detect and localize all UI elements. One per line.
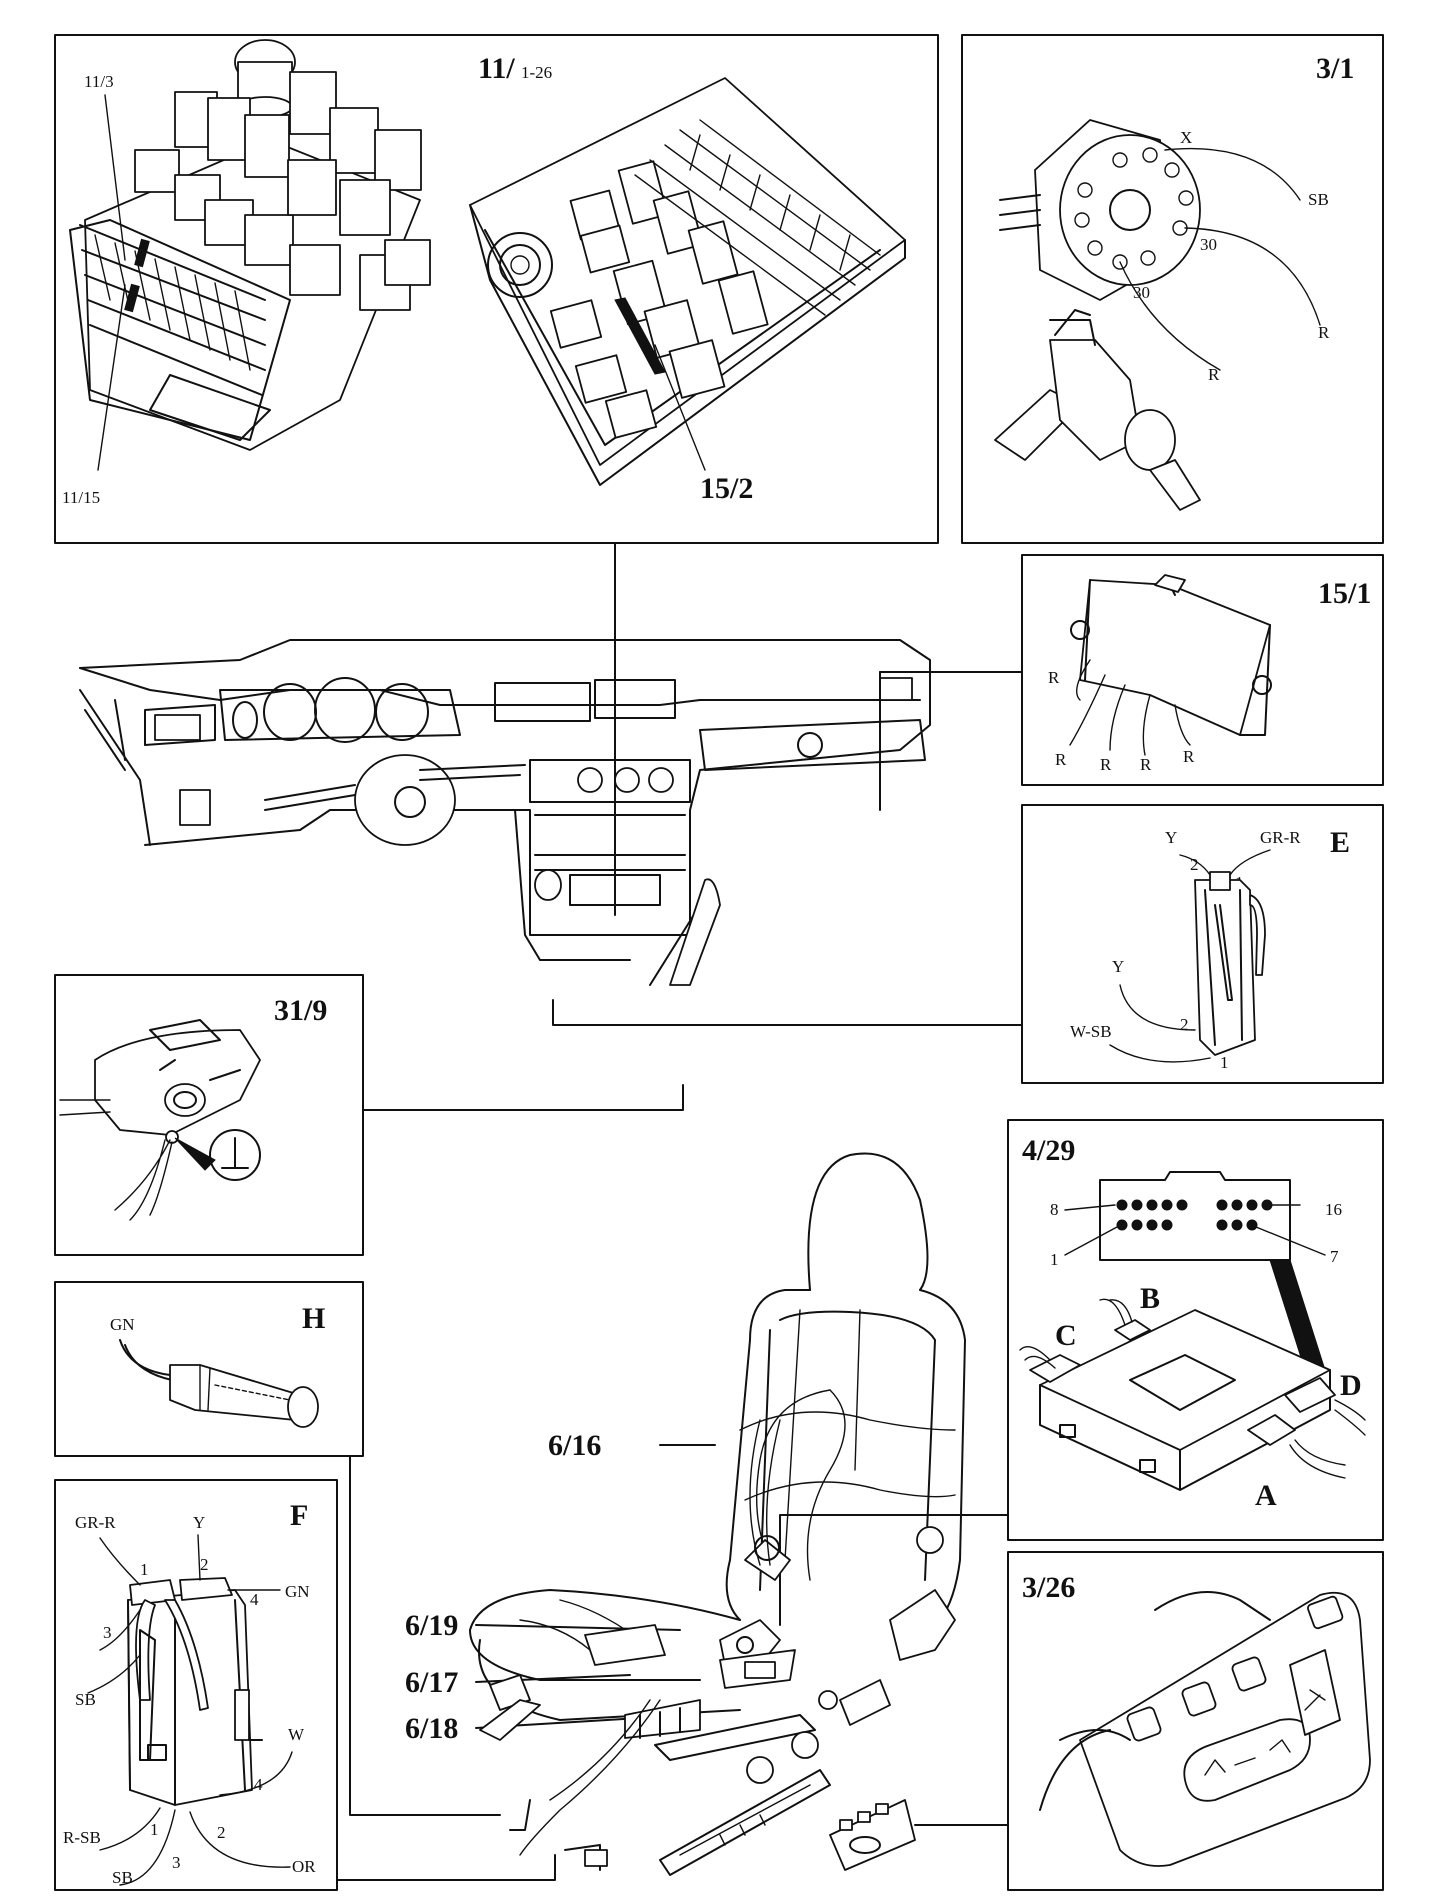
connector-e-wire-w-sb: W-SB <box>1070 1022 1112 1041</box>
control-unit-wire-r5: R <box>1183 747 1195 766</box>
ground-point-drawing <box>59 1019 261 1221</box>
seat-module-connector-a: A <box>1255 1479 1277 1512</box>
callout-6-17: 6/17 <box>405 1666 458 1699</box>
seat-switch-code: 3/26 <box>1022 1571 1075 1604</box>
ignition-label-r1: R <box>1318 323 1330 342</box>
panel-control-unit: 15/1 R R R R R <box>1021 554 1384 786</box>
connector-e-wire-y-top: Y <box>1165 828 1177 847</box>
seat-module-pin-7: 7 <box>1330 1247 1339 1266</box>
connector-e-wire-y-side: Y <box>1112 957 1124 976</box>
ignition-switch-code: 3/1 <box>1316 52 1354 85</box>
connector-f-wire-sb-bottom: SB <box>112 1868 133 1887</box>
seat-callouts: 6/16 6/19 6/17 6/18 <box>405 1429 601 1745</box>
connector-f-pin-1-bottom: 1 <box>150 1820 159 1839</box>
connector-h-drawing <box>119 1339 319 1428</box>
connector-e-code: E <box>1330 826 1350 859</box>
connector-h-wire-gn: GN <box>110 1315 135 1334</box>
relay-centre-drawing <box>469 77 906 486</box>
ignition-label-r2: R <box>1208 365 1220 384</box>
connector-f-wire-gr-r: GR-R <box>75 1513 116 1532</box>
panel-seat-module: 4/29 8 16 1 7 B C D A <box>1007 1119 1384 1541</box>
control-unit-wire-r2: R <box>1055 750 1067 769</box>
panel-fusebox: 11/ 1-26 11/3 11/15 15/2 <box>54 34 939 544</box>
ignition-label-30a: 30 <box>1200 235 1217 254</box>
control-unit-drawing <box>1069 574 1272 756</box>
connector-f-wire-r-sb: R-SB <box>63 1828 101 1847</box>
panel-seat-switch: 3/26 <box>1007 1551 1384 1891</box>
relay-label-15-2: 15/2 <box>700 472 753 505</box>
connector-f-wire-y: Y <box>193 1513 205 1532</box>
ignition-label-30b: 30 <box>1133 283 1150 302</box>
seat-module-connector-b: B <box>1140 1282 1160 1315</box>
connector-e-pin-2-side: 2 <box>1180 1015 1189 1034</box>
ignition-label-sb: SB <box>1308 190 1329 209</box>
callout-6-18: 6/18 <box>405 1712 458 1745</box>
connector-f-pin-3-top: 3 <box>103 1623 112 1642</box>
fusebox-range: 1-26 <box>521 63 552 82</box>
control-unit-wire-r3: R <box>1100 755 1112 774</box>
connector-f-wire-sb-top: SB <box>75 1690 96 1709</box>
seat-module-code: 4/29 <box>1022 1134 1075 1167</box>
fuse-label-11-15: 11/15 <box>62 488 100 507</box>
connector-f-wire-w: W <box>288 1725 305 1744</box>
connector-f-pin-3-bottom: 3 <box>172 1853 181 1872</box>
connector-f-wire-or: OR <box>292 1857 316 1876</box>
fuse-label-11-3: 11/3 <box>84 72 114 91</box>
connector-e-drawing <box>1109 849 1271 1063</box>
seat-module-connector-c: C <box>1055 1319 1077 1352</box>
ignition-switch-drawing <box>994 119 1321 511</box>
callout-6-19: 6/19 <box>405 1609 458 1642</box>
connector-f-pin-4-bottom: 4 <box>254 1775 263 1794</box>
connector-e-pin-2-top: 2 <box>1190 855 1199 874</box>
panel-connector-h: H GN <box>54 1281 364 1457</box>
control-unit-wire-r1: R <box>1048 668 1060 687</box>
control-unit-wire-r4: R <box>1140 755 1152 774</box>
connector-f-wire-gn: GN <box>285 1582 310 1601</box>
panel-ground-point: 31/9 <box>54 974 364 1256</box>
seat-module-pin-16: 16 <box>1325 1200 1342 1219</box>
connector-h-code: H <box>302 1302 325 1335</box>
panel-connector-f: F GR-R Y GN SB W R-SB SB OR 1 2 4 3 4 1 … <box>54 1479 338 1891</box>
connector-f-pin-2-bottom: 2 <box>217 1823 226 1842</box>
panel-ignition-switch: 3/1 X SB 30 30 R R <box>961 34 1384 544</box>
connector-f-pin-4-top: 4 <box>250 1590 259 1609</box>
fusebox-code: 11/ <box>478 52 515 85</box>
relay-block-drawing <box>69 39 431 471</box>
seat-module-pin-1: 1 <box>1050 1250 1059 1269</box>
power-seat-drawing <box>469 1152 966 1876</box>
panel-connector-e: E Y GR-R 2 1 Y W-SB 2 1 <box>1021 804 1384 1084</box>
seat-module-pin-8: 8 <box>1050 1200 1059 1219</box>
seat-switch-drawing <box>1039 1591 1371 1867</box>
connector-e-wire-gr-r: GR-R <box>1260 828 1301 847</box>
connector-f-code: F <box>290 1499 308 1532</box>
seat-module-connector-d: D <box>1340 1369 1362 1402</box>
connector-f-drawing <box>87 1534 293 1886</box>
dashboard-drawing <box>79 639 931 986</box>
connector-e-pin-1-side: 1 <box>1220 1053 1229 1072</box>
seat-module-drawing <box>1019 1171 1366 1491</box>
callout-6-16: 6/16 <box>548 1429 601 1462</box>
control-unit-code: 15/1 <box>1318 577 1371 610</box>
connector-f-pin-2-top: 2 <box>200 1555 209 1574</box>
connector-f-pin-1-top: 1 <box>140 1560 149 1579</box>
ground-point-code: 31/9 <box>274 994 327 1027</box>
ignition-label-x: X <box>1180 128 1192 147</box>
